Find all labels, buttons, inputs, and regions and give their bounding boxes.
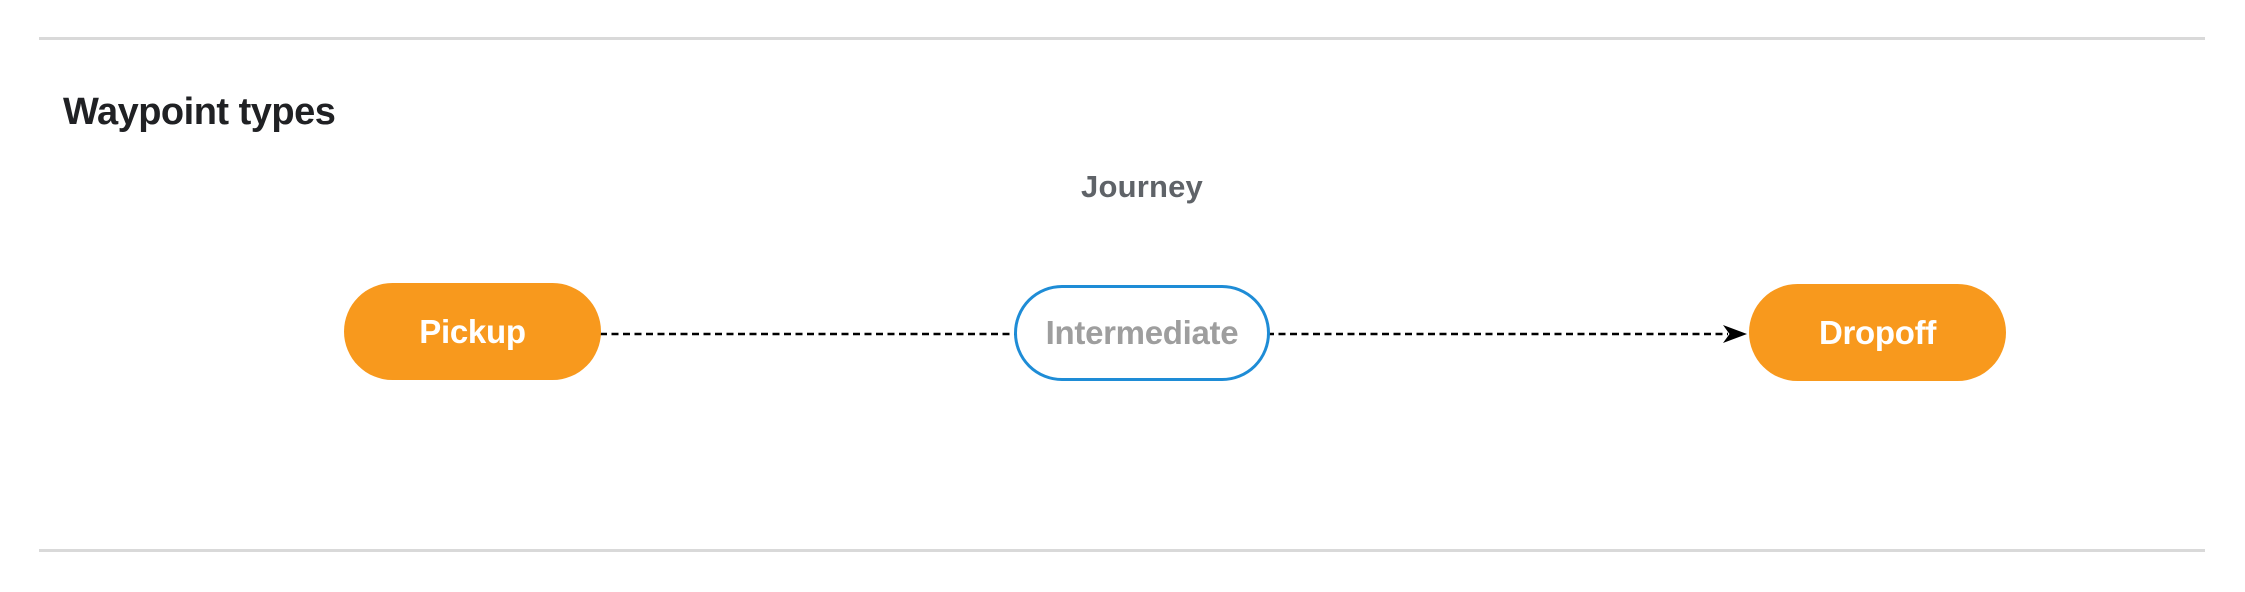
node-intermediate-label: Intermediate	[1045, 314, 1239, 351]
arrowhead-icon	[1723, 325, 1747, 343]
node-dropoff-label: Dropoff	[1818, 313, 1937, 351]
bottom-divider	[39, 549, 2205, 552]
node-dropoff: Dropoff	[1749, 284, 2006, 381]
journey-caption: Journey	[1081, 169, 1203, 204]
top-divider	[39, 37, 2205, 40]
node-intermediate: Intermediate	[1014, 285, 1270, 381]
node-pickup-label: Pickup	[419, 312, 526, 350]
section-heading: Waypoint types	[63, 91, 336, 134]
node-pickup: Pickup	[344, 283, 601, 380]
